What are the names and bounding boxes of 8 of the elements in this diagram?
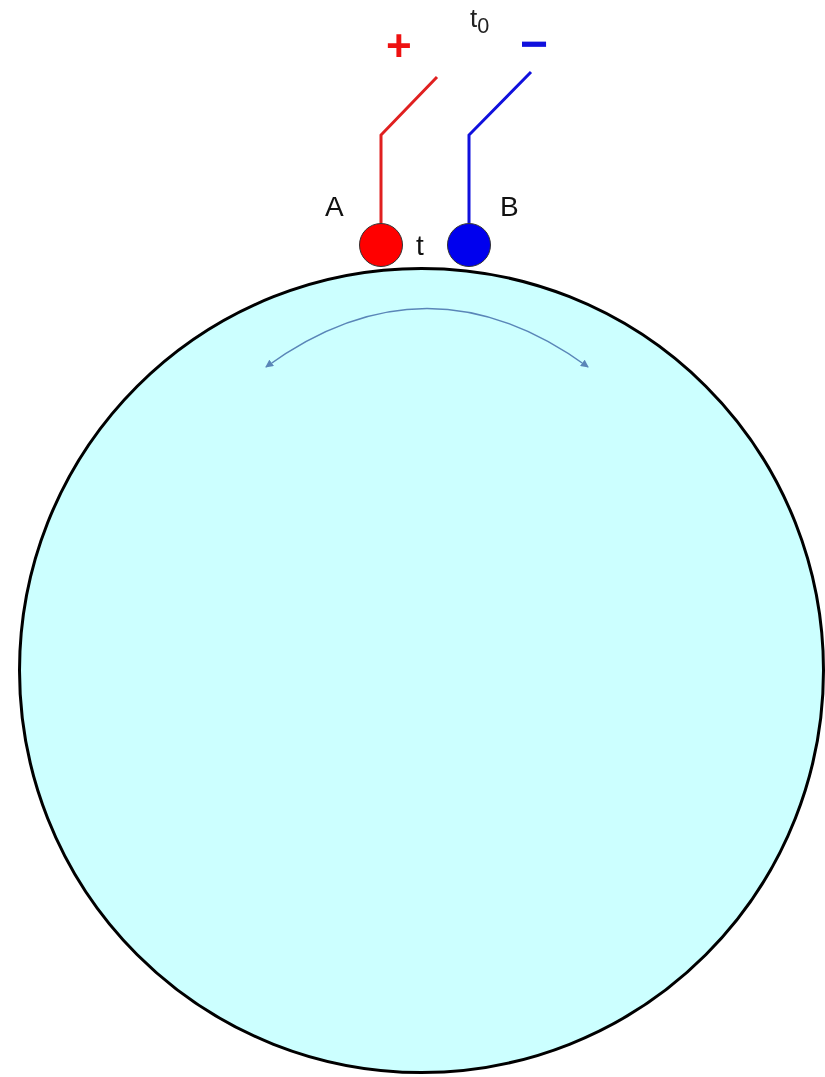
polarity-sign: + [386, 24, 412, 68]
electrode-dot [447, 223, 491, 267]
time-label: t$_{0}$ [470, 5, 490, 37]
time-label: t [416, 232, 424, 260]
point-label: A [325, 193, 344, 221]
point-label: B [500, 193, 519, 221]
polarity-sign: − [520, 20, 549, 68]
electrode-dot [359, 223, 403, 267]
